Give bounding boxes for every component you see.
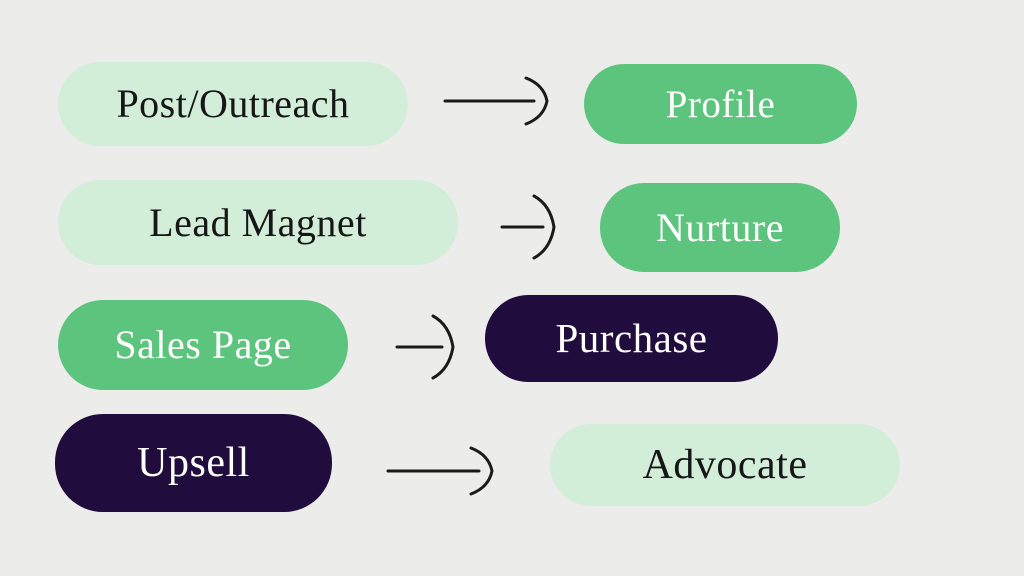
right-arrow-icon: [443, 76, 549, 126]
node-lead-magnet: Lead Magnet: [58, 180, 458, 265]
right-arrow-icon: [386, 446, 494, 496]
node-post-outreach: Post/Outreach: [58, 62, 408, 146]
node-nurture: Nurture: [600, 183, 840, 272]
node-purchase: Purchase: [485, 295, 778, 382]
node-advocate: Advocate: [550, 424, 900, 506]
right-arrow-icon: [395, 314, 455, 380]
node-sales-page: Sales Page: [58, 300, 348, 390]
right-arrow-icon: [500, 194, 556, 260]
node-upsell: Upsell: [55, 414, 332, 512]
node-profile: Profile: [584, 64, 857, 144]
